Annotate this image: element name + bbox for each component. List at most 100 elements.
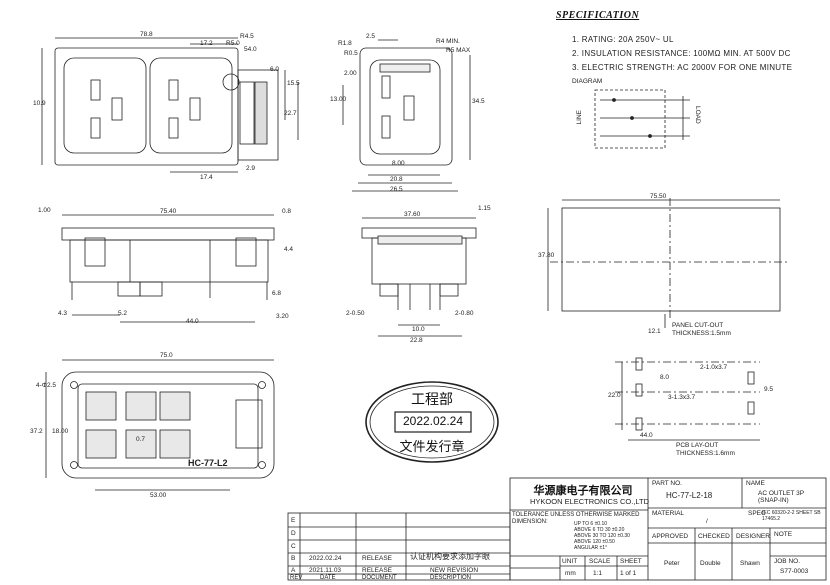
spec-line-rating: 1. RATING: 20A 250V~ UL (572, 35, 674, 44)
tol-row-1: UP TO 6 ±0.10 (574, 521, 608, 527)
dim-pcb-slot2: 2-1.0x3.7 (700, 364, 728, 371)
rev-row-a-date: 2021.11.03 (309, 567, 342, 574)
dim-side-13: 13.00 (330, 96, 347, 103)
dim-top-68: 6.8 (272, 290, 282, 297)
dim-front-227: 22.7 (284, 110, 297, 117)
rev-row-d: D (291, 530, 296, 537)
panel-cutout-drawing (547, 198, 790, 328)
scale-label: SCALE (589, 558, 611, 565)
wiring-diagram (594, 89, 690, 149)
rev-row-e: E (291, 517, 296, 524)
dim-front-6: 6.0 (270, 66, 280, 73)
designer-name: Shawn (740, 560, 760, 567)
dim-bot-75: 75.0 (160, 352, 173, 359)
top-view (61, 214, 275, 323)
panel-thickness: THICKNESS:1.5mm (672, 330, 731, 337)
job-no: S77-0003 (780, 568, 809, 575)
dim-top-754: 75.40 (160, 208, 177, 215)
dim-front-172: 17.2 (200, 40, 213, 47)
rev-row-a-doc: RELEASE (362, 567, 392, 574)
dim-front-width: 78.8 (140, 31, 153, 38)
rev-header-date: DATE (320, 575, 336, 581)
dim-front-155: 15.5 (287, 80, 300, 87)
material-label: MATERIAL (652, 510, 685, 517)
sheet-value: 1 of 1 (620, 570, 637, 577)
dim-side-r18: R1.8 (338, 40, 352, 47)
dim-top-32: 3.20 (276, 313, 289, 320)
spec-label: SPEC (748, 510, 766, 517)
document-stamp (365, 381, 499, 463)
spec-value: IEC 60320-2-2 SHEET SB 17465.2 (762, 510, 821, 522)
panel-cutout-label: PANEL CUT-OUT (672, 322, 724, 329)
dim-front-r45: R4.5 (240, 33, 254, 40)
rev-row-a: A (291, 567, 296, 574)
dim-bot-372: 37.2 (30, 428, 43, 435)
rev-row-b-doc: RELEASE (362, 555, 392, 562)
tolerance-label: TOLERANCE UNLESS OTHERWISE MARKED DIMENS… (512, 512, 640, 525)
tol-row-5: ANGULAR ±1° (574, 545, 608, 551)
dim-mid-376: 37.60 (404, 211, 421, 218)
part-no-label: PART NO. (652, 480, 682, 487)
checked-label: CHECKED (698, 533, 730, 540)
company-cn: 华源康电子有限公司 (533, 484, 633, 497)
dim-mid-05: 2-0.50 (346, 310, 365, 317)
dim-front-54: 54.0 (244, 46, 257, 53)
spec-line-insulation: 2. INSULATION RESISTANCE: 100MΩ MIN. AT … (572, 49, 791, 58)
rev-row-a-desc: NEW REVISION (430, 567, 479, 574)
part-no: HC-77-L2-18 (666, 491, 713, 500)
rev-row-b: B (291, 555, 296, 562)
front-view (41, 37, 299, 173)
diagram-label: DIAGRAM (572, 78, 603, 85)
dim-top-44: 4.4 (284, 246, 294, 253)
dim-bot-18: 18.00 (52, 428, 69, 435)
dim-top-08: 0.8 (282, 208, 292, 215)
rev-header-rev: REV (290, 575, 303, 581)
stamp-release: 文件发行章 (399, 440, 465, 455)
note-label: NOTE (774, 531, 793, 538)
pcb-layout-drawing (615, 357, 760, 441)
pcb-layout-label: PCB LAY-OUT (676, 442, 719, 449)
product-marking: HC-77-L2 (188, 458, 228, 468)
tol-row-4: ABOVE 120 ±0.50 (574, 539, 615, 545)
dim-pcb-8: 8.0 (660, 374, 670, 381)
dim-pcb-44: 44.0 (640, 432, 653, 439)
approved-name: Peter (664, 560, 680, 567)
name-label: NAME (746, 480, 765, 487)
dim-top-440: 44.0 (186, 318, 199, 325)
revision-table-frame (287, 512, 511, 581)
company-en: HYKOON ELECTRONICS CO.,LTD (530, 497, 650, 506)
rev-row-b-desc: 认证机构要求添加字眼 (410, 552, 490, 561)
dim-mid-08: 2-0.80 (455, 310, 474, 317)
rev-header-description: DESCRIPTION (430, 575, 472, 581)
dim-side-265: 26.5 (390, 186, 403, 193)
dim-top-52: 5.2 (118, 310, 128, 317)
bottom-view (45, 359, 275, 491)
dim-mid-115: 1.15 (478, 205, 491, 212)
designer-label: DESIGNER (736, 533, 770, 540)
dim-side-8: 8.00 (392, 160, 405, 167)
approved-label: APPROVED (652, 533, 689, 540)
rev-row-c: C (291, 543, 296, 550)
dim-side-345: 34.5 (472, 98, 485, 105)
dim-mid-228: 22.8 (410, 337, 423, 344)
job-label: JOB NO. (774, 558, 801, 565)
rev-header-document: DOCUMENT (362, 575, 397, 581)
dim-top-1: 1.00 (38, 207, 51, 214)
spec-title: SPECIFICATION (556, 10, 640, 21)
dim-cut-121: 12.1 (648, 328, 661, 335)
dim-side-r4: R4 MIN. (436, 38, 460, 45)
sheet-label: SHEET (620, 558, 642, 565)
line-label: LINE (576, 110, 583, 125)
checked-name: Double (700, 560, 721, 567)
pcb-thickness: THICKNESS:1.6mm (676, 450, 735, 457)
dim-bot-07: 0.7 (136, 436, 146, 443)
dim-pcb-slot3: 3-1.3x3.7 (668, 394, 696, 401)
dim-front-r5: R5.0 (226, 40, 240, 47)
dim-front-174: 17.4 (200, 174, 213, 181)
rev-row-b-date: 2022.02.24 (309, 555, 342, 562)
stamp-dept: 工程部 (411, 392, 453, 408)
unit-value: mm (565, 570, 576, 577)
tol-row-3: ABOVE 30 TO 120 ±0.30 (574, 533, 630, 539)
